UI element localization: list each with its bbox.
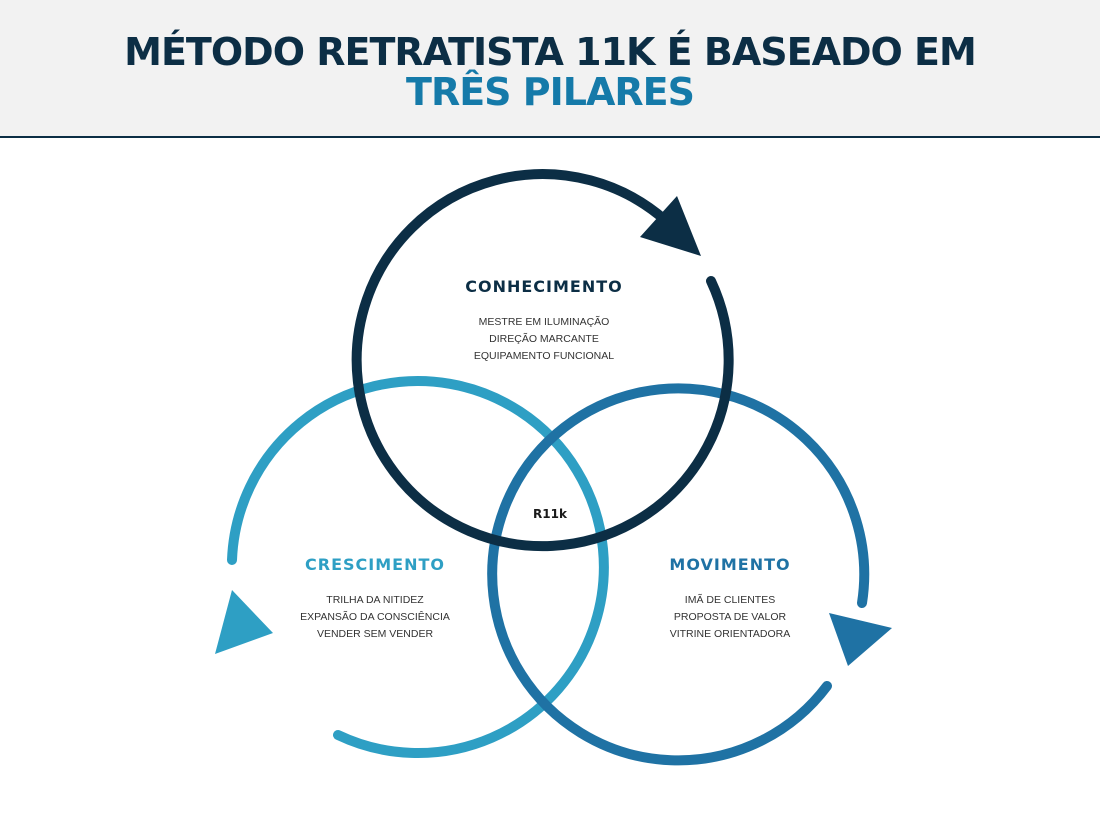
conhecimento-circle-arc [351, 169, 734, 552]
circles-svg [215, 169, 892, 766]
pillar-item: TRILHA DA NITIDEZ [326, 594, 424, 606]
pillar-title: CRESCIMENTO [305, 555, 445, 574]
movimento-circle-arc [487, 383, 870, 766]
crescimento-arrowhead [215, 590, 273, 654]
pillar-title: CONHECIMENTO [465, 277, 623, 296]
pillar-title: MOVIMENTO [669, 555, 791, 574]
pillar-item: VITRINE ORIENTADORA [669, 628, 791, 640]
pillar-item: PROPOSTA DE VALOR [673, 611, 787, 623]
pillar-items: MESTRE EM ILUMINAÇÃO DIREÇÃO MARCANTE EQ… [424, 314, 664, 365]
crescimento-circle-arc [227, 376, 609, 758]
pillar-item: IMÃ DE CLIENTES [684, 594, 776, 606]
three-pillars-diagram: CONHECIMENTO MESTRE EM ILUMINAÇÃO DIREÇÃ… [0, 138, 1100, 825]
pillar-items: TRILHA DA NITIDEZ EXPANSÃO DA CONSCIÊNCI… [255, 592, 495, 643]
pillar-item: DIREÇÃO MARCANTE [489, 333, 599, 345]
pillar-conhecimento: CONHECIMENTO MESTRE EM ILUMINAÇÃO DIREÇÃ… [424, 276, 664, 365]
pillar-item: VENDER SEM VENDER [316, 628, 434, 640]
title-line-2: TRÊS PILARES [406, 70, 695, 114]
title-line-1: MÉTODO RETRATISTA 11K É BASEADO EM [124, 30, 977, 74]
pillar-item: MESTRE EM ILUMINAÇÃO [478, 316, 610, 328]
center-label: R11k [533, 507, 567, 521]
pillar-items: IMÃ DE CLIENTES PROPOSTA DE VALOR VITRIN… [610, 592, 850, 643]
movimento-arrowhead [829, 613, 892, 666]
pillar-crescimento: CRESCIMENTO TRILHA DA NITIDEZ EXPANSÃO D… [255, 554, 495, 643]
pillar-item: EQUIPAMENTO FUNCIONAL [473, 350, 615, 362]
pillar-movimento: MOVIMENTO IMÃ DE CLIENTES PROPOSTA DE VA… [610, 554, 850, 643]
pillar-item: EXPANSÃO DA CONSCIÊNCIA [300, 611, 450, 623]
header-banner: MÉTODO RETRATISTA 11K É BASEADO EM TRÊS … [0, 0, 1100, 138]
conhecimento-arrowhead [640, 196, 701, 256]
